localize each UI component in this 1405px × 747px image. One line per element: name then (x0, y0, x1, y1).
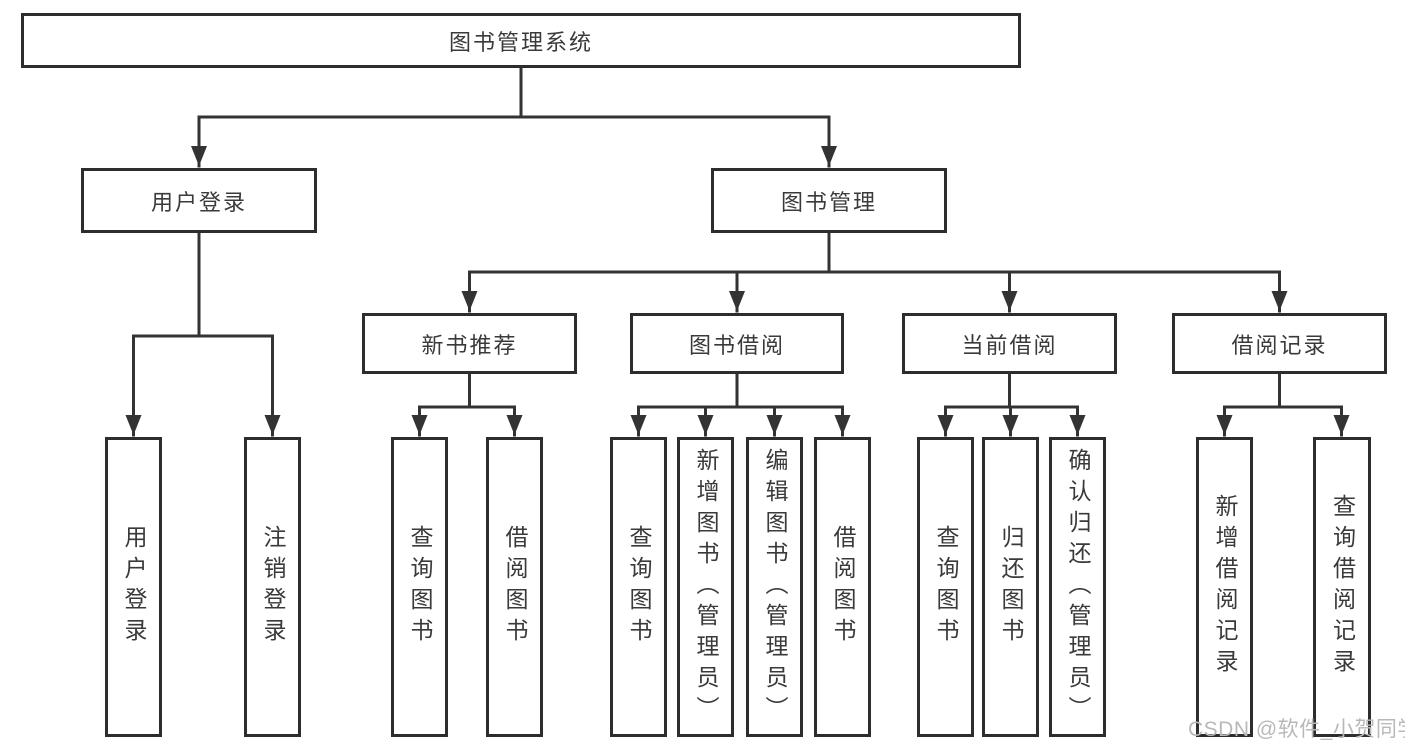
leaf-borrow-books-borrow: 借阅图书 (814, 437, 871, 737)
leaf-confirm-return-admin: 确认归还（管理员） (1049, 437, 1106, 737)
node-book-borrow: 图书借阅 (630, 313, 844, 374)
leaf-borrow-books-recommend: 借阅图书 (486, 437, 543, 737)
leaf-user-login: 用户登录 (105, 437, 162, 737)
leaf-add-borrow-record: 新增借阅记录 (1196, 437, 1253, 737)
connector-recommend-to-leaves (411, 372, 523, 437)
leaf-query-books-recommend: 查询图书 (391, 437, 448, 737)
leaf-edit-book-admin: 编辑图书（管理员） (746, 437, 803, 737)
leaf-add-book-admin: 新增图书（管理员） (677, 437, 734, 737)
connector-root-to-level2 (191, 66, 837, 168)
leaf-query-books-current: 查询图书 (917, 437, 974, 737)
leaf-return-book: 归还图书 (982, 437, 1039, 737)
node-new-book-recommend: 新书推荐 (362, 313, 577, 374)
watermark: CSDN @软件_小贺同学 (1188, 718, 1405, 741)
connector-user-login-to-leaves (125, 231, 281, 437)
connector-book-management-to-level3 (461, 231, 1288, 313)
leaf-query-books-borrow: 查询图书 (610, 437, 667, 737)
node-current-borrow: 当前借阅 (902, 313, 1117, 374)
node-user-login: 用户登录 (81, 168, 317, 233)
connector-current-to-leaves (937, 372, 1086, 437)
node-book-management: 图书管理 (711, 168, 947, 233)
leaf-query-borrow-record: 查询借阅记录 (1313, 437, 1371, 737)
connector-borrow-to-leaves (630, 372, 851, 437)
node-borrow-records: 借阅记录 (1172, 313, 1387, 374)
connector-records-to-leaves (1216, 372, 1350, 437)
leaf-logout-login: 注销登录 (244, 437, 301, 737)
node-library-management-system: 图书管理系统 (21, 13, 1021, 68)
